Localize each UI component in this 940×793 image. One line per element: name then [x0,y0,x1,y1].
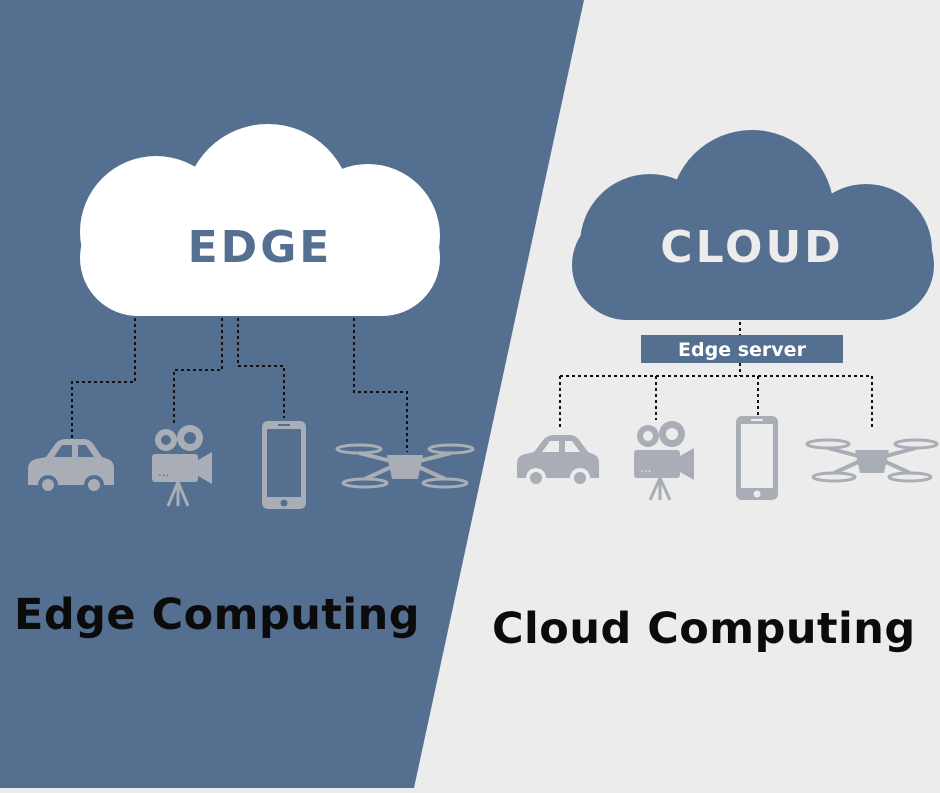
drone-icon [335,443,475,489]
edge-cloud [80,124,440,316]
cloud-computing-title: Cloud Computing [492,604,916,654]
edge-computing-title: Edge Computing [14,590,421,640]
cloud-connectors [559,363,873,430]
edge-server-label: Edge server [678,339,807,361]
video-camera-icon: ... [634,421,694,501]
svg-text:...: ... [158,465,169,479]
cloud-devices: ... [517,416,939,501]
smartphone-icon [736,416,778,500]
car-icon [517,435,599,488]
drone-icon [805,438,939,483]
svg-text:...: ... [640,461,651,475]
edge-connectors [71,318,408,452]
smartphone-icon [262,421,306,509]
edge-server-box [641,335,843,363]
edge-cloud-label: EDGE [188,222,333,273]
cloud-cloud [572,130,934,320]
video-camera-icon: ... [152,425,212,507]
edge-devices: ... [28,421,475,509]
cloud-cloud-label: CLOUD [660,222,843,273]
car-icon [28,439,114,495]
